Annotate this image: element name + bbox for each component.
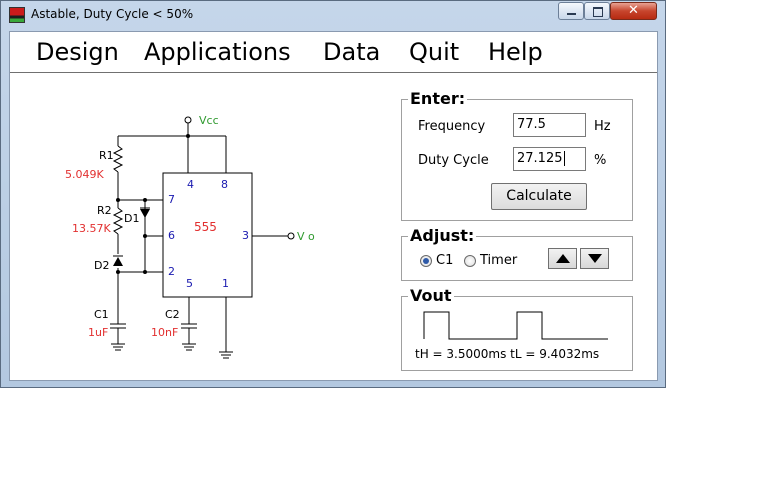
calculate-button[interactable]: Calculate [491, 183, 587, 210]
pin-3: 3 [242, 229, 249, 242]
window-title: Astable, Duty Cycle < 50% [31, 7, 194, 21]
adjust-legend: Adjust: [408, 226, 477, 245]
duty-cycle-input[interactable]: 27.125 [513, 147, 586, 171]
menu-data[interactable]: Data [323, 38, 381, 66]
enter-group: Enter: Frequency 77.5 Hz Duty Cycle 27.1… [401, 89, 633, 221]
menu-help[interactable]: Help [488, 38, 543, 66]
r1-value: 5.049K [65, 168, 104, 181]
waveform-plot [423, 311, 608, 340]
menu-applications[interactable]: Applications [144, 38, 291, 66]
d2-diode-icon [113, 257, 123, 266]
vout-group: Vout tH = 3.5000ms tL = 9.4032ms [401, 286, 633, 371]
minimize-icon [567, 13, 576, 15]
pin-2: 2 [168, 265, 175, 278]
d2-name: D2 [94, 259, 109, 272]
r1-name: R1 [99, 149, 114, 162]
pin-6: 6 [168, 229, 175, 242]
r2-name: R2 [97, 204, 112, 217]
r2-value: 13.57K [72, 222, 111, 235]
vout-legend: Vout [408, 286, 454, 305]
frequency-label: Frequency [418, 119, 486, 134]
circuit-diagram: Vcc V o 555 4 8 7 6 2 5 1 3 R1 5.049K R2… [65, 114, 315, 359]
pin-7: 7 [168, 193, 175, 206]
maximize-icon [593, 7, 603, 17]
c1-radio[interactable] [420, 255, 432, 267]
duty-cycle-unit: % [594, 153, 607, 168]
arrow-up-icon [556, 254, 570, 263]
pin-5: 5 [186, 277, 193, 290]
pin-4: 4 [187, 178, 194, 191]
menu-quit[interactable]: Quit [409, 38, 460, 66]
timing-readout: tH = 3.5000ms tL = 9.4032ms [415, 347, 600, 361]
arrow-down-icon [588, 254, 602, 263]
enter-legend: Enter: [408, 89, 468, 108]
duty-cycle-label: Duty Cycle [418, 153, 489, 168]
ic-name: 555 [194, 220, 217, 234]
app-window: Astable, Duty Cycle < 50% ✕ Design Appli… [0, 0, 666, 388]
close-button[interactable]: ✕ [610, 2, 657, 20]
c2-name: C2 [165, 308, 180, 321]
adjust-group: Adjust: C1 Timer [401, 226, 633, 281]
menu-design[interactable]: Design [36, 38, 119, 66]
vo-label: V o [297, 230, 315, 243]
increase-button[interactable] [548, 248, 577, 269]
c1-radio-label[interactable]: C1 [436, 253, 454, 268]
client-area: Design Applications Data Quit Help [9, 31, 658, 381]
app-icon [9, 7, 25, 23]
timer-radio[interactable] [464, 255, 476, 267]
decrease-button[interactable] [580, 248, 609, 269]
text-caret [563, 151, 565, 166]
frequency-unit: Hz [594, 119, 611, 134]
timer-radio-label[interactable]: Timer [480, 253, 518, 268]
c2-value: 10nF [151, 326, 178, 339]
pin-1: 1 [222, 277, 229, 290]
close-icon: ✕ [628, 3, 639, 18]
minimize-button[interactable] [558, 2, 584, 20]
title-bar[interactable]: Astable, Duty Cycle < 50% ✕ [1, 1, 665, 30]
output-waveform [423, 311, 608, 340]
vcc-label: Vcc [199, 114, 219, 127]
pin-8: 8 [221, 178, 228, 191]
c1-name: C1 [94, 308, 109, 321]
frequency-input[interactable]: 77.5 [513, 113, 586, 137]
d1-diode-icon [140, 209, 150, 218]
maximize-button[interactable] [584, 2, 610, 20]
c1-value: 1uF [88, 326, 108, 339]
menu-bar: Design Applications Data Quit Help [10, 32, 657, 73]
d1-name: D1 [124, 212, 139, 225]
